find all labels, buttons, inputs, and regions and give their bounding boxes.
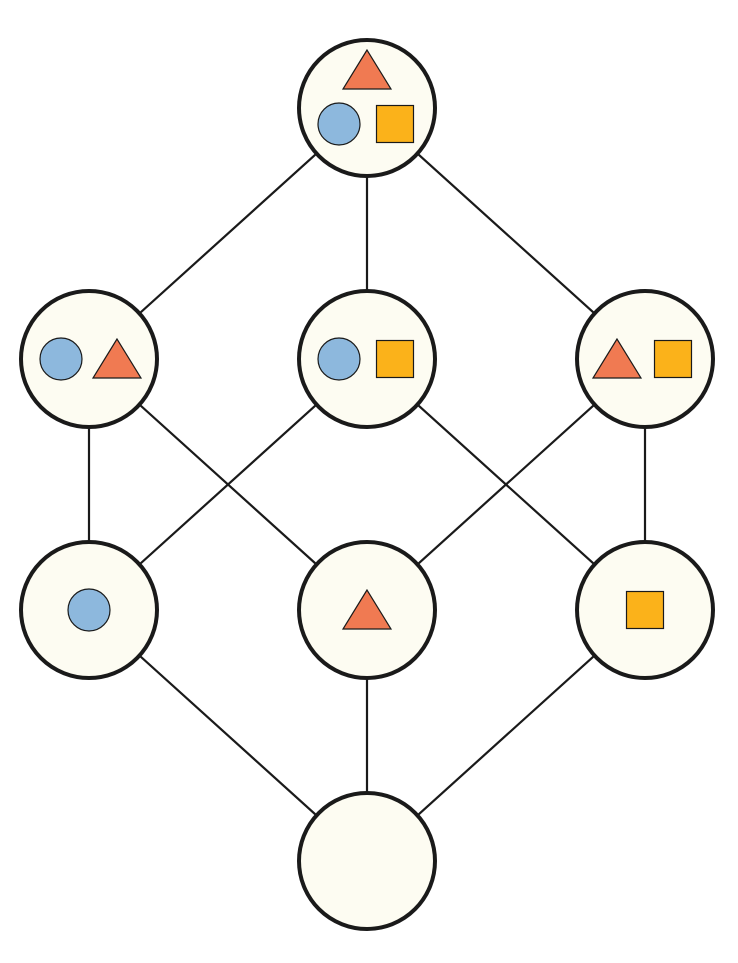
- node-circle: [297, 791, 437, 931]
- circle-icon: [39, 337, 83, 381]
- node-triangle-square: [575, 289, 715, 429]
- node-circle: [19, 540, 159, 680]
- node-circle-square: [297, 289, 437, 429]
- node-circle: [297, 289, 437, 429]
- square-icon: [625, 590, 665, 630]
- node-square: [575, 540, 715, 680]
- circle-icon: [317, 102, 361, 146]
- edges: [87, 107, 647, 862]
- node-circle: [19, 289, 159, 429]
- square-icon: [375, 339, 415, 379]
- node-circle-triangle: [19, 289, 159, 429]
- circle-icon: [317, 337, 361, 381]
- circle-icon: [67, 588, 111, 632]
- node-empty: [297, 791, 437, 931]
- node-circle: [575, 289, 715, 429]
- triangle-icon: [591, 337, 643, 379]
- node-triangle: [297, 540, 437, 680]
- triangle-icon: [341, 588, 393, 630]
- square-icon: [653, 339, 693, 379]
- square-icon: [375, 104, 415, 144]
- node-all: [297, 38, 437, 178]
- triangle-icon: [91, 337, 143, 379]
- nodes: [19, 38, 715, 931]
- triangle-icon: [341, 48, 393, 90]
